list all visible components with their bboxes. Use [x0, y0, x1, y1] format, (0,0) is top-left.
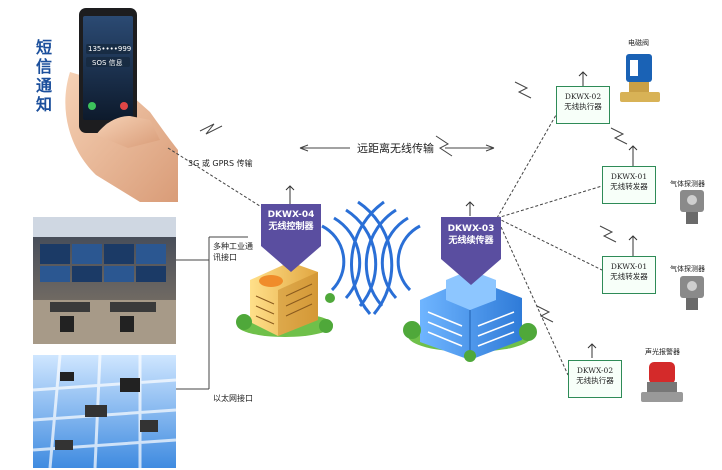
- device-model: DKWX-02: [576, 366, 614, 375]
- relay-name: 无线续传器: [448, 236, 494, 246]
- relay-badge: [441, 217, 501, 285]
- device-type: 无线转发器: [610, 272, 648, 281]
- device-box-1: DKWX-02 无线执行器: [556, 86, 610, 124]
- device-type: 无线转发器: [610, 182, 648, 191]
- gas-detector-image-1: [680, 190, 704, 224]
- controller-badge: [261, 204, 321, 272]
- long-range-label: 远距离无线传输: [357, 142, 434, 155]
- antennas: [285, 71, 638, 358]
- sms-notice-label: 短信通知: [36, 38, 53, 114]
- controller-building: [236, 262, 335, 337]
- solenoid-valve-image: [620, 54, 660, 102]
- controller-name: 无线控制器: [268, 222, 314, 232]
- device-model: DKWX-01: [610, 262, 648, 271]
- device-label-1: 电磁阀: [628, 39, 649, 47]
- phone-number: 135••••999: [88, 45, 132, 53]
- gprs-label: 3G 或 GPRS 传输: [188, 159, 253, 168]
- gas-detector-image-2: [680, 276, 704, 310]
- industrial-port-label: 多种工业通讯接口: [213, 242, 253, 262]
- device-label-3: 气体探测器: [670, 265, 705, 273]
- relay-model: DKWX-03: [447, 224, 495, 234]
- controller-model: DKWX-04: [267, 210, 315, 220]
- device-box-3: DKWX-01 无线转发器: [602, 256, 656, 294]
- relay-building: [403, 270, 537, 362]
- device-label-2: 气体探测器: [670, 180, 705, 188]
- network-floor-image: [32, 354, 177, 469]
- device-model: DKWX-02: [564, 92, 602, 101]
- alarm-image: [641, 362, 683, 402]
- phone-message: SOS 信息: [92, 59, 123, 67]
- ethernet-port-label: 以太网接口: [213, 394, 253, 403]
- control-room-image: [33, 217, 176, 344]
- device-box-2: DKWX-01 无线转发器: [602, 166, 656, 204]
- device-label-4: 声光报警器: [645, 348, 680, 356]
- device-box-4: DKWX-02 无线执行器: [568, 360, 622, 398]
- device-type: 无线执行器: [564, 102, 602, 111]
- radio-waves: [321, 200, 421, 315]
- device-type: 无线执行器: [576, 376, 614, 385]
- relay-label: DKWX-03 无线续传器: [441, 223, 501, 247]
- connection-lines: [167, 81, 628, 390]
- controller-label: DKWX-04 无线控制器: [261, 209, 321, 233]
- device-model: DKWX-01: [610, 172, 648, 181]
- phone-image: [62, 8, 180, 202]
